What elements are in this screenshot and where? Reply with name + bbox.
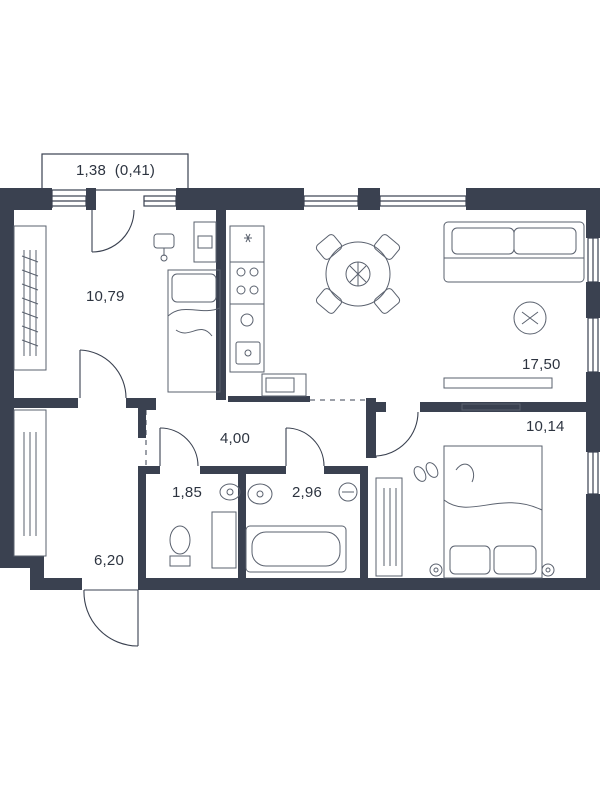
coffee-table: [513, 301, 547, 335]
wardrobe-right: [375, 477, 403, 577]
bathroom-area-label: 2,96: [292, 484, 322, 501]
bedroom-right-area-label: 10,14: [526, 418, 565, 435]
sofa: [443, 221, 585, 283]
windows: [51, 195, 599, 495]
bed-right: [443, 445, 543, 579]
bathtub: [245, 525, 347, 573]
hall-divider: [145, 399, 366, 470]
furniture: [13, 221, 585, 579]
walls: [0, 188, 600, 590]
wardrobe-left-top: [13, 225, 47, 371]
living-kitchen-area-label: 17,50: [522, 356, 561, 373]
dining-table: [315, 234, 401, 314]
tv-unit: [443, 377, 553, 389]
wc-area-label: 1,85: [172, 484, 202, 501]
bedroom-left-area-label: 10,79: [86, 288, 125, 305]
doors: [79, 209, 419, 647]
entrance-area-label: 6,20: [94, 552, 124, 569]
kitchen-counter: [229, 225, 265, 373]
hall-area-label: 4,00: [220, 430, 250, 447]
balcony-area-label: 1,38 (0,41): [76, 162, 156, 179]
wardrobe-left-bottom: [13, 409, 47, 557]
